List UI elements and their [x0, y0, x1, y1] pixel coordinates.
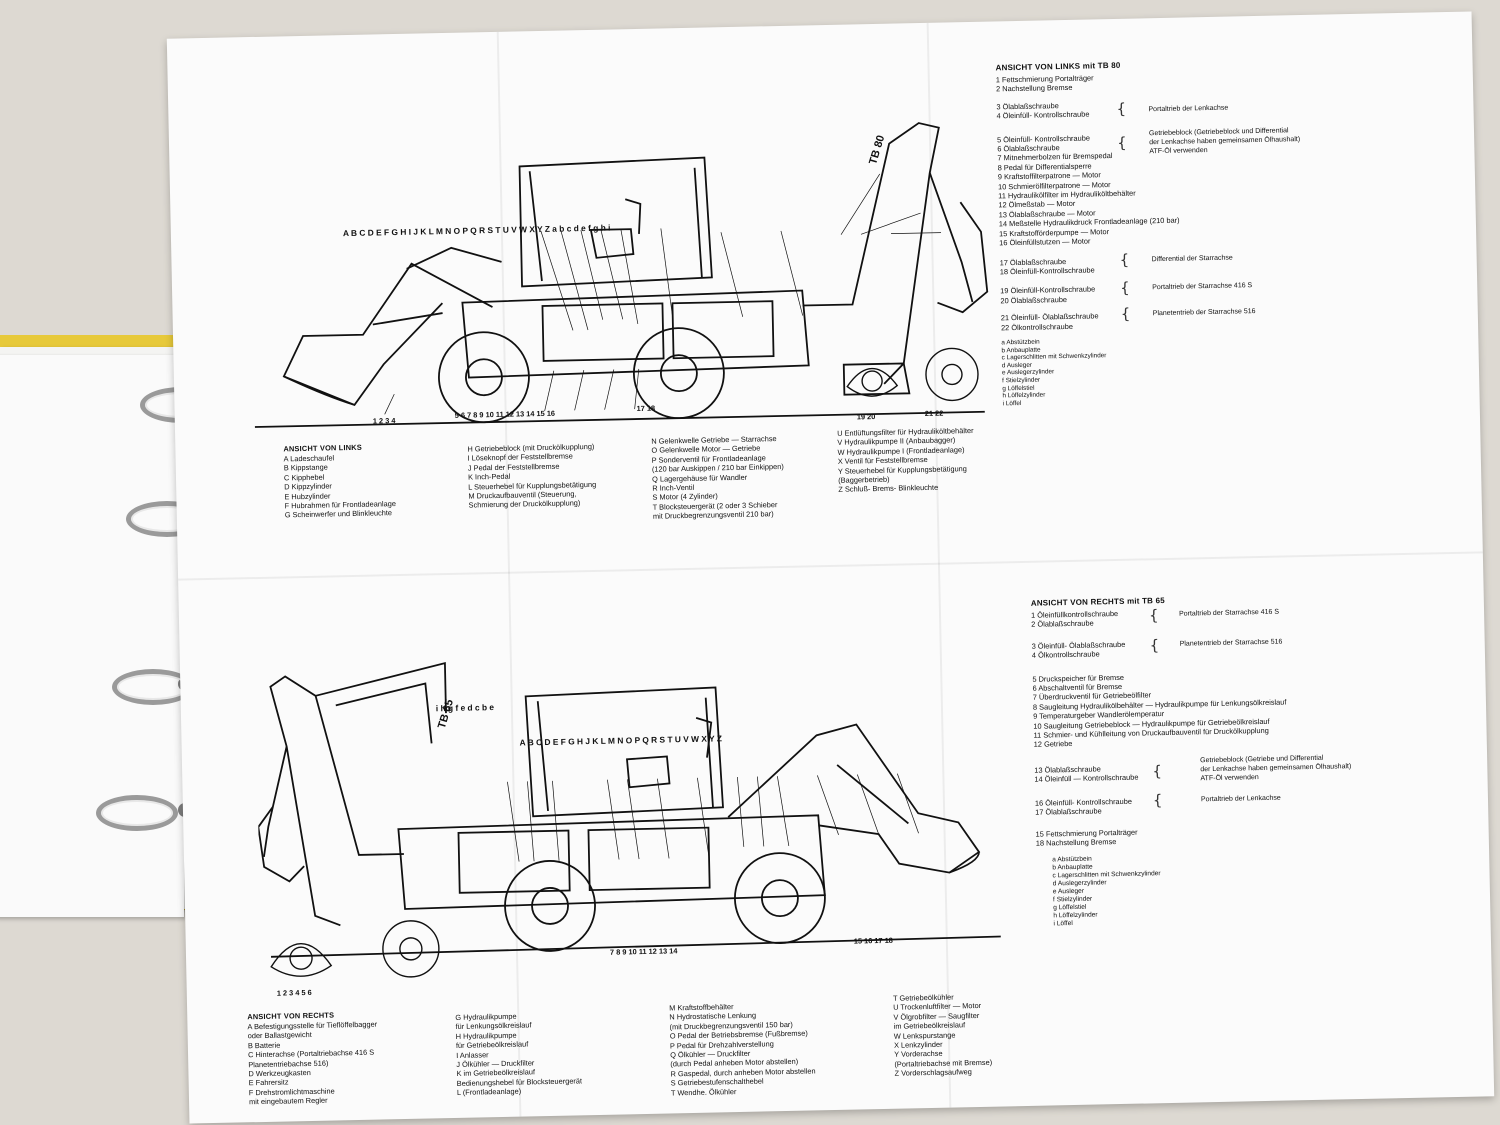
bottom-view-title: ANSICHT VON RECHTS mit TB 65 — [1030, 596, 1165, 608]
top-reference-numbers-detail2: 21 22 — [924, 408, 944, 418]
right-view-axle-details — [270, 920, 440, 978]
top-small-letter-list: a Abstützbein b Anbauplatte c Lagerschli… — [1001, 338, 1107, 408]
binder-page-inner — [0, 355, 184, 917]
fold-line — [178, 551, 1483, 581]
top-note: der Lenkachse haben gemeinsamen Ölhausha… — [1149, 136, 1301, 147]
bracket: { — [1152, 762, 1163, 781]
bottom-reference-numbers-mid: 7 8 9 10 11 12 13 14 — [609, 946, 678, 957]
bracket: { — [1116, 133, 1127, 152]
top-legend-col4: U Entlüftungsfilter für Hydrauliköltbehä… — [837, 425, 974, 495]
top-view-title: ANSICHT VON LINKS mit TB 80 — [995, 60, 1121, 73]
top-note: ATF-Öl verwenden — [1149, 147, 1208, 156]
top-legend-col2: H Getriebeblock (mit Druckölkupplung)I L… — [467, 441, 597, 511]
bracket: { — [1119, 250, 1130, 269]
bracket: { — [1148, 606, 1159, 625]
bottom-rear-letters: i h g f e d c b e — [435, 702, 495, 714]
binder-ring — [96, 795, 178, 831]
bracket: { — [1149, 636, 1160, 655]
bottom-reference-numbers-left: 1 2 3 4 5 6 — [276, 987, 312, 998]
bracket: { — [1120, 304, 1131, 323]
top-note: Planetentrieb der Starrachse 516 — [1152, 308, 1256, 318]
top-reference-numbers-detail: 19 20 — [856, 412, 876, 422]
top-note: Portaltrieb der Starrachse 416 S — [1152, 282, 1253, 292]
right-view-drawing — [257, 661, 1001, 958]
bracket: { — [1116, 99, 1127, 118]
bottom-note: der Lenkachse haben gemeinsamen Ölhausha… — [1200, 763, 1352, 774]
bottom-note: Portaltrieb der Lenkachse — [1200, 794, 1281, 804]
bracket: { — [1152, 791, 1163, 810]
left-view-drawing — [254, 122, 989, 428]
bottom-legend-col2: G Hydraulikpumpe für Lenkungsölkreislauf… — [455, 1011, 583, 1098]
bottom-note: ATF-Öl verwenden — [1200, 774, 1259, 783]
bottom-legend-col1: A Befestigungsstelle für Tieflöffelbagge… — [247, 1019, 378, 1107]
top-legend-title: ANSICHT VON LINKS — [283, 442, 363, 454]
bracket: { — [1120, 278, 1130, 297]
left-view-axle-details — [846, 347, 979, 402]
top-note: Portaltrieb der Lenkachse — [1148, 104, 1229, 114]
bottom-small-letter-list: a Abstützbein b Anbauplatte c Lagerschli… — [1052, 855, 1161, 928]
top-reference-numbers-right: 17 18 — [636, 403, 656, 414]
top-reference-numbers-left: 1 2 3 4 — [372, 416, 396, 426]
top-note: Differential der Starrachse — [1151, 254, 1233, 264]
bottom-reference-numbers-right: 15 16 17 18 — [853, 935, 893, 946]
schematic-sheet: ANSICHT VON LINKS mit TB 80 A B C D E F … — [166, 11, 1495, 1124]
bottom-legend-title: ANSICHT VON RECHTS — [247, 1010, 335, 1022]
